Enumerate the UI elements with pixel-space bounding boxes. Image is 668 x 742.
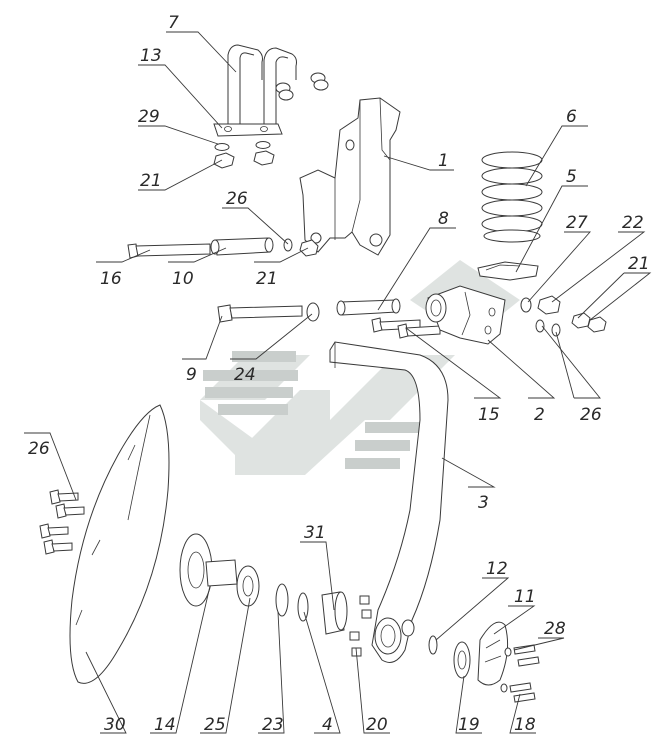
part-label: 4 <box>322 715 333 735</box>
part-label: 8 <box>438 209 449 229</box>
part-label: 1 <box>438 151 449 171</box>
part-labels: 7 13 29 21 1 6 5 27 22 21 26 16 10 21 8 … <box>28 13 650 735</box>
part-washer-12 <box>428 635 438 655</box>
part-spring-seat <box>477 261 539 281</box>
part-u-bolt <box>227 44 329 125</box>
part-bearing <box>236 565 260 607</box>
part-label: 26 <box>226 189 248 209</box>
part-disc <box>69 404 170 684</box>
part-label: 22 <box>622 213 644 233</box>
part-label: 10 <box>172 269 194 289</box>
part-ring <box>306 302 320 322</box>
part-label: 20 <box>366 715 388 735</box>
part-small-hardware-right <box>520 295 607 337</box>
part-label: 7 <box>168 13 179 33</box>
part-bushing <box>210 237 274 256</box>
part-label: 21 <box>140 171 162 191</box>
part-washers-nuts <box>213 141 275 169</box>
part-cover <box>477 621 509 686</box>
part-snap-ring <box>275 583 289 617</box>
part-washer-nut-mid <box>283 238 319 257</box>
part-label: 27 <box>566 213 588 233</box>
part-label: 26 <box>580 405 602 425</box>
part-label: 5 <box>566 167 577 187</box>
part-label: 25 <box>204 715 226 735</box>
part-label: 19 <box>458 715 480 735</box>
part-label: 3 <box>478 493 489 513</box>
part-label: 14 <box>154 715 176 735</box>
part-cap <box>321 591 348 635</box>
part-bolts-26-left <box>39 489 85 555</box>
part-bolt-long <box>127 243 211 259</box>
leader-lines <box>24 31 652 734</box>
part-label: 23 <box>262 715 284 735</box>
part-label: 12 <box>486 559 508 579</box>
part-label: 28 <box>544 619 566 639</box>
part-label: 26 <box>28 439 50 459</box>
part-label: 29 <box>138 107 160 127</box>
part-plate <box>213 123 283 137</box>
part-label: 18 <box>514 715 536 735</box>
part-bolts-18 <box>500 644 540 703</box>
part-hub <box>179 533 238 607</box>
part-arm <box>329 341 449 663</box>
part-label: 15 <box>478 405 500 425</box>
part-spring <box>481 151 543 243</box>
part-label: 24 <box>234 365 256 385</box>
part-label: 30 <box>104 715 126 735</box>
part-label: 6 <box>566 107 577 127</box>
part-ring-4 <box>297 592 309 622</box>
part-bolts-15 <box>371 317 441 339</box>
part-label: 13 <box>140 46 162 66</box>
part-nuts-20 <box>349 595 372 657</box>
part-hinge-block <box>425 285 506 345</box>
part-pin <box>336 298 401 316</box>
part-label: 21 <box>256 269 278 289</box>
part-label: 31 <box>304 523 326 543</box>
part-label: 2 <box>534 405 545 425</box>
part-label: 9 <box>186 365 197 385</box>
part-label: 16 <box>100 269 122 289</box>
part-label: 11 <box>514 587 536 607</box>
part-bracket <box>299 97 401 256</box>
part-bolt-9 <box>217 304 303 323</box>
part-cap-19 <box>453 641 471 679</box>
part-label: 21 <box>628 254 650 274</box>
